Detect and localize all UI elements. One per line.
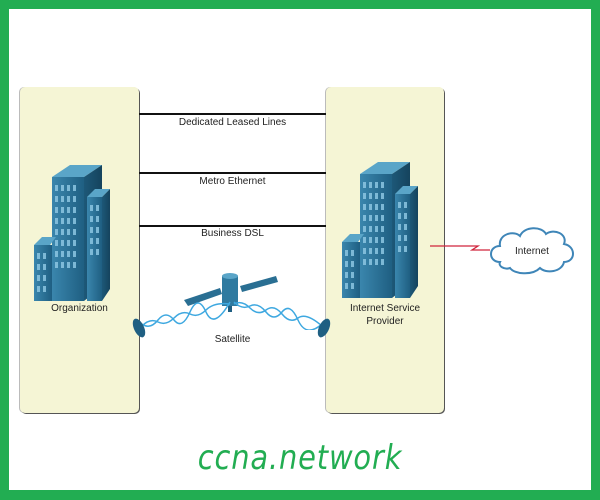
satellite-dish-right-icon [317, 318, 331, 338]
business-dsl-link [139, 225, 326, 227]
metro-ethernet-label: Metro Ethernet [199, 176, 266, 187]
isp-building-icon [342, 162, 418, 298]
satellite-wave-left [141, 301, 231, 327]
business-dsl-label: Business DSL [201, 228, 264, 239]
isp-label-line1: Internet Service [349, 303, 421, 314]
satellite-dish-left-icon [132, 318, 146, 338]
internet-cloud-icon [490, 227, 574, 275]
isp-label-line2: Provider [366, 316, 404, 327]
isp-label: Internet Service Provider [326, 302, 444, 328]
leased-line-label: Dedicated Leased Lines [178, 117, 287, 128]
satellite-label: Satellite [214, 334, 251, 345]
satellite-icon [184, 273, 278, 312]
internet-label: Internet [515, 246, 549, 257]
serial-link [430, 245, 490, 251]
organization-label: Organization [51, 303, 108, 314]
watermark: ccna.network [197, 438, 403, 478]
metro-ethernet-link [139, 172, 326, 174]
satellite-wave-right [233, 301, 323, 330]
organization-building-icon [34, 165, 110, 301]
leased-line-link [139, 113, 326, 115]
